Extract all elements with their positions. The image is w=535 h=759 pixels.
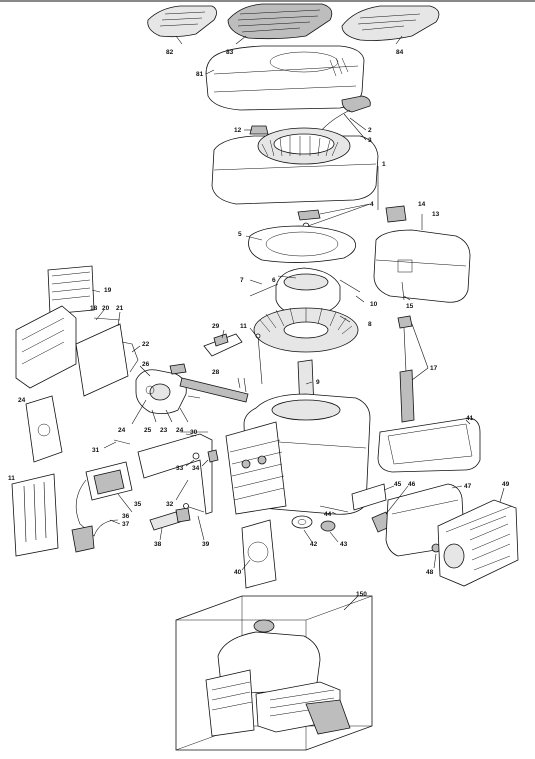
label-20: 20 <box>102 305 110 312</box>
complete-engine-box-150 <box>175 595 373 751</box>
label-40: 40 <box>234 569 242 576</box>
label-19: 19 <box>104 287 112 294</box>
label-12: 12 <box>234 127 242 134</box>
label-18: 18 <box>90 305 98 312</box>
cover-83 <box>227 3 333 40</box>
label-24-right: 24 <box>176 427 184 434</box>
label-5: 5 <box>238 231 242 238</box>
label-17: 17 <box>430 365 438 372</box>
fuel-cap-14 <box>385 205 407 223</box>
guard-45 <box>351 483 387 511</box>
part-labels: 82 83 84 81 12 2 3 1 4 14 13 5 6 7 10 15… <box>8 49 510 598</box>
bolt-39 <box>183 503 205 513</box>
label-29: 29 <box>212 323 220 330</box>
label-6: 6 <box>272 277 276 284</box>
label-33: 33 <box>176 465 184 472</box>
washer-42 <box>291 515 313 529</box>
label-39: 39 <box>202 541 210 548</box>
label-38: 38 <box>154 541 162 548</box>
air-filter-housing <box>15 305 129 397</box>
label-43: 43 <box>340 541 348 548</box>
fuel-tank-13 <box>373 229 471 303</box>
muffler-guard-49 <box>437 499 519 587</box>
label-9: 9 <box>316 379 320 386</box>
label-11-top: 11 <box>240 323 247 330</box>
label-34: 34 <box>192 465 200 472</box>
label-41: 41 <box>466 415 474 422</box>
bolts-inset-11 <box>11 473 59 557</box>
carburetor <box>121 341 201 414</box>
label-7: 7 <box>240 277 244 284</box>
pawls-4 <box>297 209 321 230</box>
label-31: 31 <box>92 447 100 454</box>
recoil-starter-1 <box>211 127 379 205</box>
label-2: 2 <box>368 127 372 134</box>
air-filter-19 <box>47 265 95 315</box>
rod-44 <box>319 505 349 513</box>
label-26: 26 <box>142 361 150 368</box>
label-4: 4 <box>370 201 374 208</box>
label-21: 21 <box>116 305 124 312</box>
shaft-28 <box>179 377 249 403</box>
label-32: 32 <box>166 501 174 508</box>
clip-34 <box>207 449 219 463</box>
label-47: 47 <box>464 483 472 490</box>
fuel-line-15 <box>401 281 405 301</box>
label-81: 81 <box>196 71 204 78</box>
engine-block <box>225 393 371 515</box>
label-83: 83 <box>226 49 234 56</box>
nut-12 <box>249 125 269 135</box>
label-8: 8 <box>368 321 372 328</box>
label-28: 28 <box>212 369 220 376</box>
spark-plug-38 <box>149 507 191 531</box>
head-gasket-40 <box>241 519 277 589</box>
label-48: 48 <box>426 569 434 576</box>
label-13: 13 <box>432 211 440 218</box>
label-11-bottom: 11 <box>8 475 15 482</box>
label-24-mid: 24 <box>118 427 126 434</box>
dipstick-17 <box>397 315 415 423</box>
label-23: 23 <box>160 427 168 434</box>
label-45: 45 <box>394 481 402 488</box>
gasket-41 <box>377 417 481 473</box>
label-14: 14 <box>418 201 426 208</box>
label-25: 25 <box>144 427 152 434</box>
fan-8 <box>253 307 359 353</box>
leader-lines <box>91 35 505 611</box>
label-3: 3 <box>368 137 372 144</box>
label-35: 35 <box>134 501 142 508</box>
label-22: 22 <box>142 341 150 348</box>
nut-43 <box>320 520 336 532</box>
label-82: 82 <box>166 49 174 56</box>
cover-84 <box>341 5 440 41</box>
label-10: 10 <box>370 301 378 308</box>
ignition-coil <box>71 461 133 553</box>
label-36: 36 <box>122 513 130 520</box>
label-37: 37 <box>122 521 130 528</box>
gasket-inset-24 <box>25 395 63 463</box>
label-46: 46 <box>408 481 416 488</box>
label-30: 30 <box>190 429 198 436</box>
label-1: 1 <box>382 161 386 168</box>
governor-29 <box>203 333 243 357</box>
screw-33 <box>192 452 200 460</box>
label-44: 44 <box>324 511 332 518</box>
label-49: 49 <box>502 481 510 488</box>
label-42: 42 <box>310 541 318 548</box>
cover-82 <box>147 5 217 38</box>
label-84: 84 <box>396 49 404 56</box>
label-24-left: 24 <box>18 397 26 404</box>
label-150: 150 <box>356 591 367 598</box>
label-15: 15 <box>406 303 414 310</box>
plate-5 <box>248 225 357 263</box>
